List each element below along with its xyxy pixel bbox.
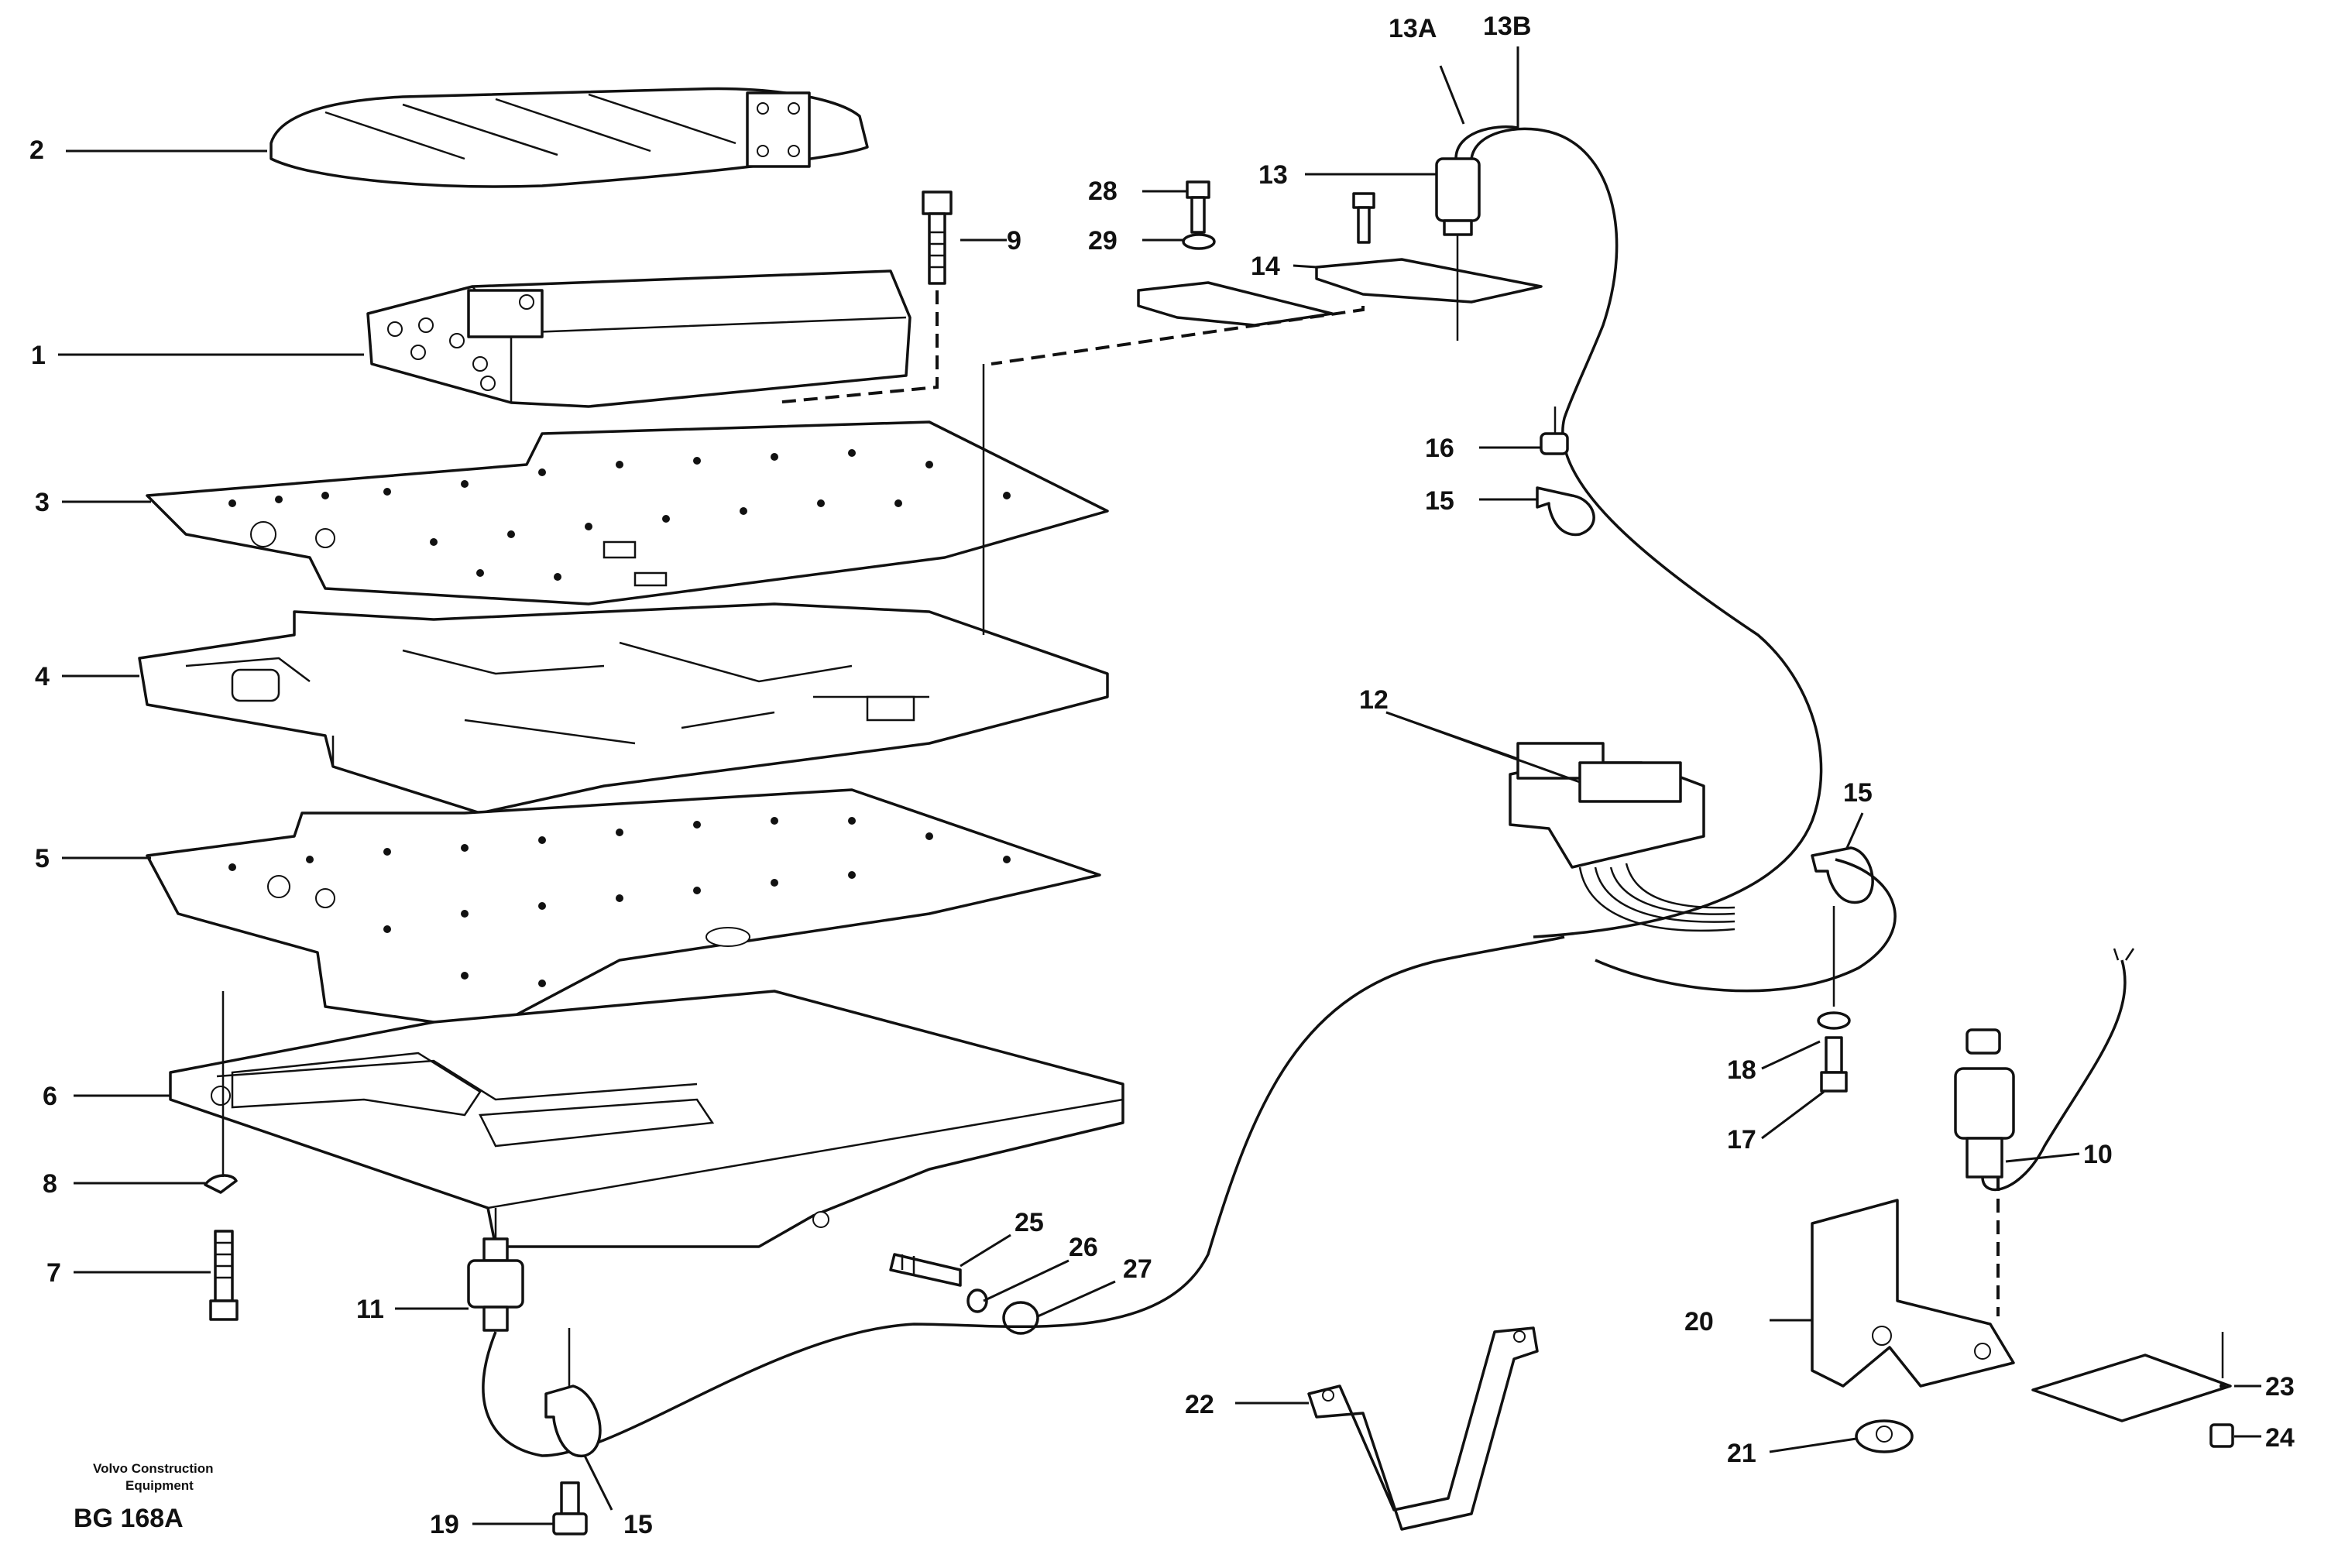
- callout-5: 5: [35, 844, 50, 873]
- callout-10: 10: [2083, 1140, 2113, 1169]
- part-6-bottom-plate: [169, 990, 1124, 1248]
- callout-25: 25: [1015, 1208, 1044, 1237]
- callout-4: 4: [35, 662, 50, 691]
- callout-7: 7: [46, 1258, 61, 1288]
- figure-code: BG 168A: [74, 1504, 184, 1533]
- callout-13: 13: [1258, 160, 1288, 190]
- callout-12: 12: [1359, 685, 1389, 715]
- callout-18: 18: [1727, 1055, 1756, 1085]
- callout-2: 2: [29, 136, 44, 165]
- part-26-seal: [966, 1288, 988, 1313]
- part-13-connector: [1435, 125, 1823, 938]
- callout-20: 20: [1684, 1307, 1714, 1336]
- callout-1: 1: [31, 341, 46, 370]
- callout-23: 23: [2265, 1372, 2295, 1402]
- callout-13a: 13A: [1389, 14, 1437, 43]
- callout-19: 19: [430, 1510, 459, 1539]
- callout-15-lower: 15: [623, 1510, 653, 1539]
- part-20-bracket: [1811, 1177, 2015, 1388]
- part-12-connector-block: [1509, 742, 1735, 932]
- part-10-sensor: [1954, 948, 2135, 1192]
- part-7-bolt: [209, 991, 239, 1321]
- part-22-u-bracket: [1307, 1326, 1539, 1531]
- callout-13b: 13B: [1483, 12, 1531, 41]
- part-25-plug: [889, 1253, 962, 1287]
- part-3-gasket: [146, 420, 1109, 606]
- part-24-screw: [2209, 1423, 2234, 1448]
- wire-harness-lower: [482, 858, 1897, 1457]
- part-23-cover-plate: [2031, 1332, 2232, 1422]
- part-11-sensor: [467, 1208, 524, 1332]
- callout-17: 17: [1727, 1125, 1756, 1155]
- part-8-washer: [204, 1174, 238, 1194]
- callout-22: 22: [1185, 1390, 1214, 1419]
- callout-28: 28: [1088, 177, 1118, 206]
- part-14-clamp-plates: [982, 192, 1543, 635]
- part-18-washer: [1817, 1011, 1851, 1030]
- part-17-bolt: [1820, 1036, 1848, 1093]
- callout-26: 26: [1069, 1233, 1098, 1262]
- brand-line-2: Equipment: [125, 1478, 194, 1493]
- part-16-nut: [1540, 407, 1569, 455]
- part-5-gasket: [146, 788, 1101, 1031]
- callout-11: 11: [356, 1295, 384, 1324]
- callout-21: 21: [1727, 1439, 1756, 1468]
- callout-27: 27: [1123, 1254, 1152, 1284]
- callout-15-middle: 15: [1843, 778, 1873, 808]
- part-29-washer: [1182, 233, 1216, 250]
- part-1-valve-housing: [366, 269, 912, 408]
- part-28-bolt: [1186, 180, 1210, 234]
- callout-15-upper: 15: [1425, 486, 1454, 516]
- part-4-valve-body: [138, 602, 1109, 815]
- callout-6: 6: [43, 1082, 57, 1111]
- callout-24: 24: [2265, 1423, 2295, 1453]
- footer-brand: Volvo Construction Equipment BG 168A: [74, 1461, 214, 1533]
- leader-lines: [58, 46, 2261, 1525]
- part-15-clamp-upper: [1536, 486, 1595, 537]
- brand-line-1: Volvo Construction: [93, 1461, 214, 1476]
- callout-labels: 2 1 3 4 5 6 8 7 9 28 29 13 13A 13B 14 16…: [29, 12, 2295, 1539]
- callout-16: 16: [1425, 434, 1454, 463]
- callout-8: 8: [43, 1169, 57, 1199]
- part-27-cap: [1002, 1301, 1039, 1335]
- callout-9: 9: [1007, 226, 1021, 256]
- part-2-cover: [270, 87, 869, 188]
- part-21-nut: [1855, 1419, 1914, 1453]
- callout-29: 29: [1088, 226, 1118, 256]
- part-15-clamp-lower: [544, 1328, 602, 1457]
- part-15-clamp-middle: [1811, 846, 1874, 1007]
- part-9-bolt: [774, 190, 953, 404]
- callout-3: 3: [35, 488, 50, 517]
- part-19-bolt: [552, 1481, 588, 1535]
- callout-14: 14: [1251, 252, 1280, 281]
